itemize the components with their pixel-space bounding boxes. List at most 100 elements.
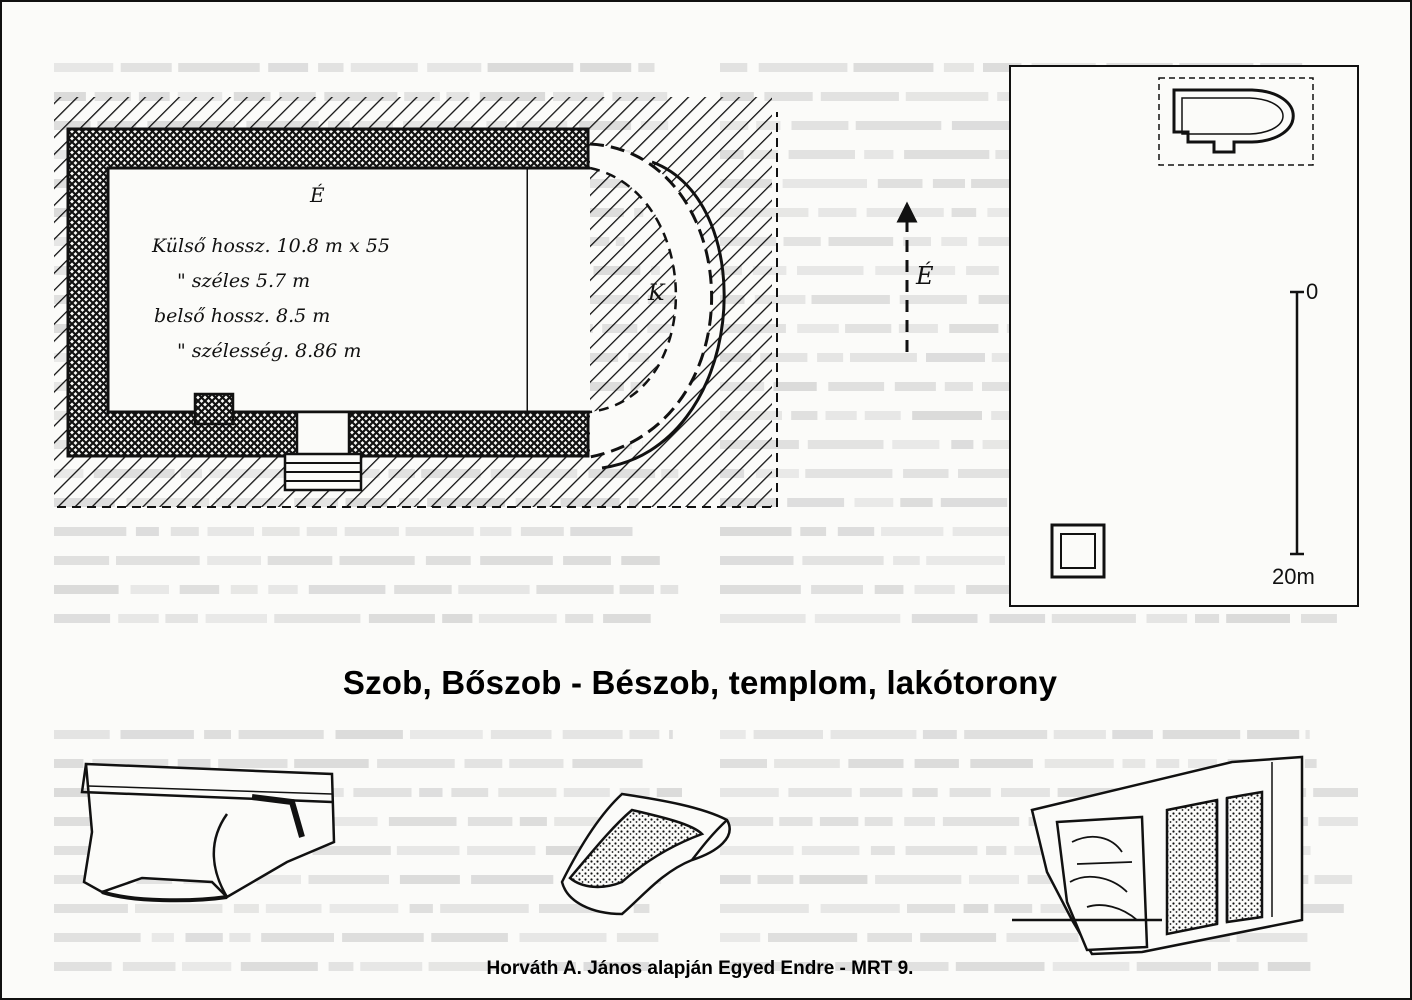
entrance-steps: [283, 452, 363, 492]
bleed-word: [1014, 846, 1053, 855]
attribution-credit: Horváth A. János alapján Egyed Endre - M…: [486, 958, 914, 979]
bleed-word: [720, 875, 751, 884]
bleed-word: [324, 92, 398, 101]
bleed-word: [185, 933, 223, 942]
bleed-word: [835, 962, 860, 971]
bleed-word: [820, 904, 900, 913]
bleed-word: [720, 585, 801, 594]
bleed-word: [520, 527, 564, 536]
bleed-word: [912, 788, 938, 797]
bleed-word: [368, 614, 435, 623]
bleed-word: [409, 904, 433, 913]
bleed-word: [165, 614, 198, 623]
bleed-word: [797, 266, 864, 275]
bleed-word: [944, 382, 973, 391]
bleed-word: [583, 962, 650, 971]
bleed-word: [619, 788, 650, 797]
bleed-word: [797, 962, 828, 971]
bleed-word: [799, 875, 868, 884]
bleed-word: [811, 295, 890, 304]
scale-label-20m: 20m: [1272, 564, 1315, 589]
bleed-word: [377, 759, 455, 768]
bleed-word: [562, 730, 623, 739]
bleed-word: [207, 527, 254, 536]
plan-note-3: belső hossz. 8.5 m: [154, 305, 330, 327]
site-dashed-boundary: [57, 112, 778, 508]
bleed-word: [118, 614, 159, 623]
bleed-word: [991, 411, 1013, 420]
bleed-word: [989, 614, 1046, 623]
bleed-word: [233, 92, 271, 101]
church-footprint: [1172, 88, 1295, 154]
bleed-word: [1301, 614, 1337, 623]
bleed-word: [427, 63, 482, 72]
bleed-word: [940, 498, 1008, 507]
page-title: Szob, Bőszob - Bészob, templom, lakótoro…: [342, 664, 1058, 701]
bleed-word: [875, 875, 962, 884]
bleed-word: [819, 817, 859, 826]
bleed-word: [920, 933, 997, 942]
bleed-word: [720, 846, 794, 855]
bleed-word: [229, 933, 251, 942]
bleed-word: [554, 817, 599, 826]
bleed-word: [1156, 759, 1180, 768]
bleed-word: [802, 556, 884, 565]
bleed-word: [720, 759, 767, 768]
bleed-word: [814, 614, 901, 623]
bleed-word: [410, 730, 483, 739]
bleed-word: [942, 817, 1020, 826]
bleed-word: [905, 92, 989, 101]
bleed-word: [907, 904, 956, 913]
bleed-word: [1112, 730, 1153, 739]
apse-opening: [528, 168, 590, 412]
bleed-word: [54, 759, 84, 768]
bleed-word: [864, 150, 894, 159]
bleed-word: [182, 962, 232, 971]
bleed-word: [308, 875, 389, 884]
bleed-word: [177, 92, 223, 101]
bleed-word: [204, 730, 231, 739]
bleed-word: [621, 556, 660, 565]
bleed-word: [629, 730, 660, 739]
bleed-word: [926, 556, 1005, 565]
bleed-word: [783, 237, 821, 246]
bleed-word: [969, 875, 1019, 884]
bleed-word: [1052, 962, 1130, 971]
bleed-word: [787, 498, 845, 507]
bleed-word: [279, 92, 316, 101]
bleed-word: [955, 962, 1045, 971]
bleed-word: [720, 614, 806, 623]
bleed-word: [774, 759, 840, 768]
bleed-word: [982, 440, 1013, 449]
bleed-word: [720, 817, 774, 826]
bleed-word: [1304, 759, 1317, 768]
bleed-word: [951, 121, 1022, 130]
bleed-word: [1267, 962, 1311, 971]
bleed-word: [825, 411, 857, 420]
bleed-word: [335, 730, 403, 739]
bleed-word: [951, 440, 974, 449]
north-arrow: É: [896, 201, 934, 352]
bleed-word: [467, 817, 513, 826]
bleed-word: [943, 63, 974, 72]
bleed-word: [853, 63, 934, 72]
south-doorway: [295, 410, 351, 460]
bleed-word: [845, 324, 892, 333]
bleed-word: [580, 63, 632, 72]
bleed-word: [268, 63, 309, 72]
bleed-word: [791, 411, 818, 420]
bleed-word: [135, 527, 159, 536]
bleed-word: [782, 179, 867, 188]
bleed-word: [720, 933, 761, 942]
site-map: 0 20m: [1009, 65, 1359, 607]
bleed-word: [1162, 730, 1241, 739]
bleed-word: [268, 585, 298, 594]
church-footprint-inner: [1181, 97, 1284, 135]
bleed-word: [966, 266, 999, 275]
bleed-word: [54, 614, 111, 623]
bleed-word: [773, 382, 817, 391]
bleed-word: [54, 904, 128, 913]
bleed-word: [964, 730, 1048, 739]
bleed-word: [536, 585, 614, 594]
